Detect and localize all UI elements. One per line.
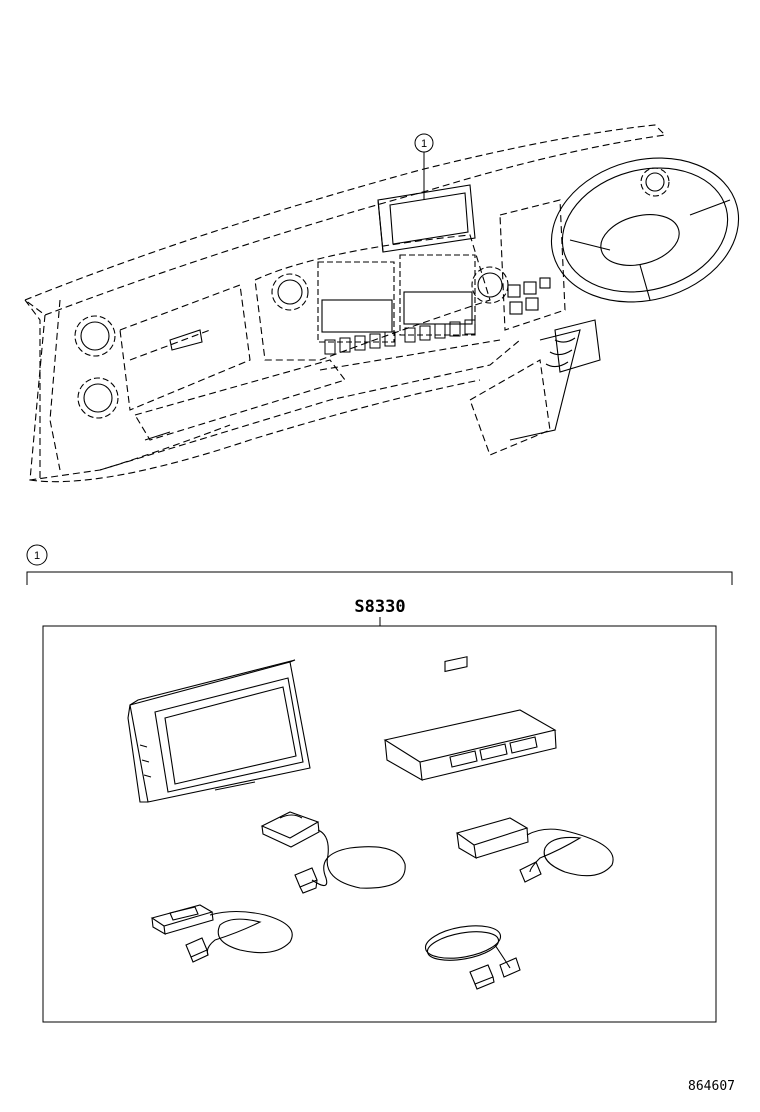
figure-reference-number: 864607	[688, 1079, 735, 1094]
kit-frame	[42, 625, 717, 1023]
callout-marker-dashboard: 1	[414, 133, 434, 200]
extension-cable	[424, 925, 521, 990]
dashboard-illustration	[23, 124, 740, 483]
navigation-display-unit	[127, 659, 311, 803]
gps-antenna	[260, 811, 406, 894]
navigation-control-box	[383, 656, 557, 782]
callout-number: 1	[421, 138, 427, 150]
microphone-switch	[150, 904, 293, 963]
kit-part-code: S8330	[354, 597, 405, 617]
callout-number: 1	[34, 550, 40, 562]
callout-marker-kit: 1	[26, 544, 48, 566]
interface-module	[455, 817, 614, 883]
kit-bracket	[26, 571, 733, 585]
